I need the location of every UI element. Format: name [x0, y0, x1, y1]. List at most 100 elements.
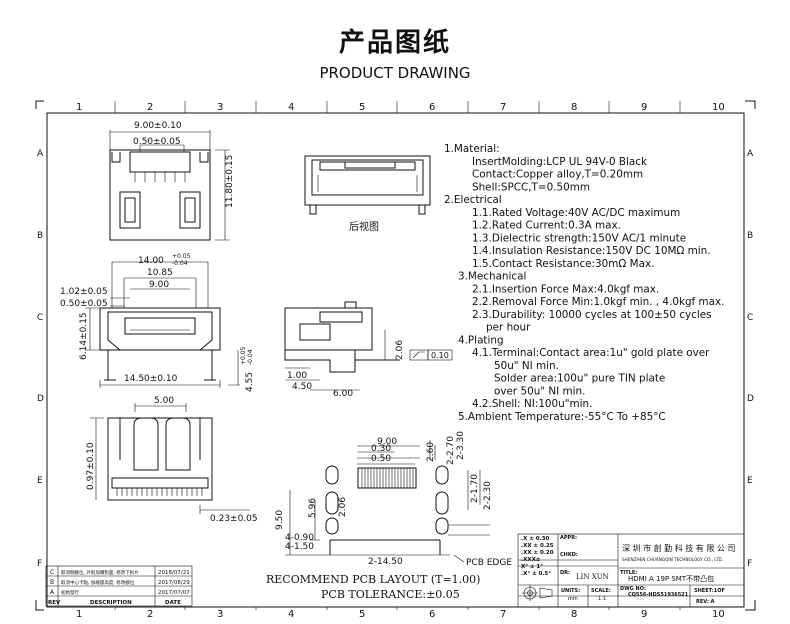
- rev-value: REV: A: [696, 599, 715, 605]
- revision-rev: C: [50, 569, 54, 576]
- spec-line: 1.1.Rated Voltage:40V AC/DC maximum: [472, 207, 680, 219]
- dim-front-total-tol-dn: -0.04: [172, 260, 188, 267]
- spec-line: per hour: [486, 322, 531, 334]
- tolerance-line: .X ± 0.30: [521, 536, 550, 542]
- dim-top-height: 11.80±0.15: [225, 155, 235, 208]
- column-marker-bottom: 1: [76, 609, 82, 620]
- row-marker-left: F: [37, 559, 42, 569]
- specifications-notes: 1.Material:InsertMolding:LCP UL 94V-0 Bl…: [444, 143, 724, 423]
- spec-line: 2.3.Durability: 10000 cycles at 100±50 c…: [472, 309, 712, 321]
- column-marker-top: 9: [641, 102, 647, 113]
- spec-line: 4.2.Shell: NI:100u"min.: [472, 398, 592, 410]
- dim-front-inner: 10.85: [147, 268, 173, 278]
- pcb-dim-2-170: 2-1.70: [470, 474, 480, 503]
- pcb-dim-2-270: 2-2.70: [446, 436, 456, 465]
- pcb-dim-4-150: 4-1.50: [285, 542, 314, 552]
- title-block: .X ± 0.30.XX ± 0.25.XX ± 0.20.XXX±X° ± 1…: [517, 533, 745, 608]
- spec-line: 50u" NI min.: [494, 360, 559, 372]
- tolerance-line: .X° ± 0.5°: [521, 571, 551, 577]
- rear-view: 后视图: [304, 155, 431, 233]
- row-marker-right: E: [747, 476, 753, 486]
- spec-line: 3.Mechanical: [458, 271, 526, 283]
- company-en: SHENZHEN CHUANGQIN TECHNOLOGY CO., LTD.: [622, 557, 723, 562]
- row-marker-right: B: [747, 231, 753, 241]
- column-marker-top: 8: [571, 102, 577, 113]
- pcb-dim-4-090: 4-0.90: [285, 533, 314, 543]
- dim-side-600: 6.00: [333, 389, 353, 399]
- column-marker-bottom: 4: [288, 609, 294, 620]
- column-marker-top: 3: [217, 102, 223, 113]
- appr-label: APPR:: [560, 535, 577, 541]
- pcb-layout: 9.00 0.30 0.50 2.60 2-2.70 2-3.30 2-1.70…: [266, 431, 512, 601]
- row-marker-right: F: [747, 559, 752, 569]
- spec-line: 2.2.Removal Force Min:1.0kgf min. , 4.0k…: [472, 296, 724, 308]
- spec-line: Contact:Copper alloy,T=0.20mm: [472, 169, 643, 181]
- dim-front-d1: 1.02±0.05: [60, 287, 108, 297]
- tolerance-line: .XXX±: [521, 557, 541, 563]
- row-marker-left: A: [37, 149, 44, 159]
- desc-header: DESCRIPTION: [90, 600, 132, 606]
- pcb-dim-030: 0.30: [371, 444, 391, 454]
- row-marker-left: E: [37, 476, 43, 486]
- column-marker-top: 10: [712, 102, 725, 113]
- sheet-value: SHEET:1OF: [694, 588, 725, 594]
- drawing-title-cn: 产品图纸: [338, 28, 451, 58]
- column-marker-bottom: 10: [712, 609, 725, 620]
- pcb-dim-950: 9.50: [275, 510, 285, 530]
- pcb-dim-206: 2.06: [338, 497, 348, 517]
- units-label: UNITS:: [561, 588, 580, 594]
- dim-side-100: 1.00: [287, 371, 307, 381]
- dim-front-d2: 0.50±0.05: [60, 299, 108, 309]
- column-marker-bottom: 6: [429, 609, 435, 620]
- spec-line: 1.3.Dielectric strength:150V AC/1 minute: [472, 232, 686, 244]
- spec-line: 2.1.Insertion Force Max:4.0kgf max.: [472, 283, 659, 295]
- spec-line: 1.2.Rated Current:0.3A max.: [472, 220, 621, 232]
- dim-bottom-097: 0.97±0.10: [86, 442, 96, 490]
- side-view: 2.06 0.10 1.00 4.50 6.00: [284, 301, 453, 399]
- pcb-dim-2-230: 2-2.30: [483, 481, 493, 510]
- spec-line: 4.1.Terminal:Contact area:1u" gold plate…: [472, 347, 710, 359]
- rear-view-label: 后视图: [349, 220, 379, 233]
- dim-side-450: 4.50: [292, 382, 312, 392]
- dim-front-total: 14.00: [138, 256, 164, 266]
- tolerance-line: .XX ± 0.25: [521, 543, 554, 549]
- date-header: DATE: [165, 600, 181, 606]
- dim-bottom-023: 0.23±0.05: [210, 514, 258, 524]
- column-marker-bottom: 3: [217, 609, 223, 620]
- tolerance-line: X° ± 1°: [521, 564, 543, 570]
- dim-top-pin: 0.50±0.05: [133, 137, 181, 147]
- dim-front-side-h-tol-dn: -0.04: [247, 349, 254, 365]
- spec-line: Solder area:100u" pure TIN plate: [494, 373, 665, 385]
- revision-date: 2017/08/29: [158, 580, 190, 586]
- revision-rev: B: [50, 579, 54, 586]
- dim-bottom-500: 5.00: [154, 396, 174, 406]
- pcb-dim-260: 2.60: [426, 442, 436, 462]
- tolerance-line: .XX ± 0.20: [521, 550, 554, 556]
- row-marker-left: C: [37, 313, 43, 323]
- revision-date: 2018/07/21: [158, 570, 190, 576]
- column-marker-top: 1: [76, 102, 82, 113]
- spec-line: Shell:SPCC,T=0.50mm: [472, 181, 590, 193]
- row-marker-right: C: [747, 313, 753, 323]
- pcb-dim-2-330: 2-3.30: [456, 431, 466, 460]
- dim-front-side-h-tol-up: +0.05: [240, 346, 247, 365]
- projection-symbol-icon: [522, 585, 553, 601]
- scale-value: 1:1: [598, 596, 606, 602]
- bottom-view: 5.00 0.97±0.10 0.23±0.05: [86, 396, 258, 524]
- row-marker-left: D: [37, 394, 44, 404]
- revision-description: 取消中心卡點, 加縮版高度, 修改腳位: [61, 579, 135, 586]
- top-view: 9.00±0.10 0.50±0.05 11.80±0.15: [109, 121, 235, 241]
- column-marker-bottom: 2: [147, 609, 153, 620]
- rev-header: REV: [48, 600, 61, 606]
- spec-line: InsertMolding:LCP UL 94V-0 Black: [472, 156, 647, 168]
- spec-line: 1.5.Contact Resistance:30mΩ Max.: [472, 258, 654, 270]
- dim-top-width: 9.00±0.10: [134, 121, 182, 131]
- pcb-dim-2-1450: 2-14.50: [368, 557, 403, 567]
- row-marker-right: D: [747, 394, 754, 404]
